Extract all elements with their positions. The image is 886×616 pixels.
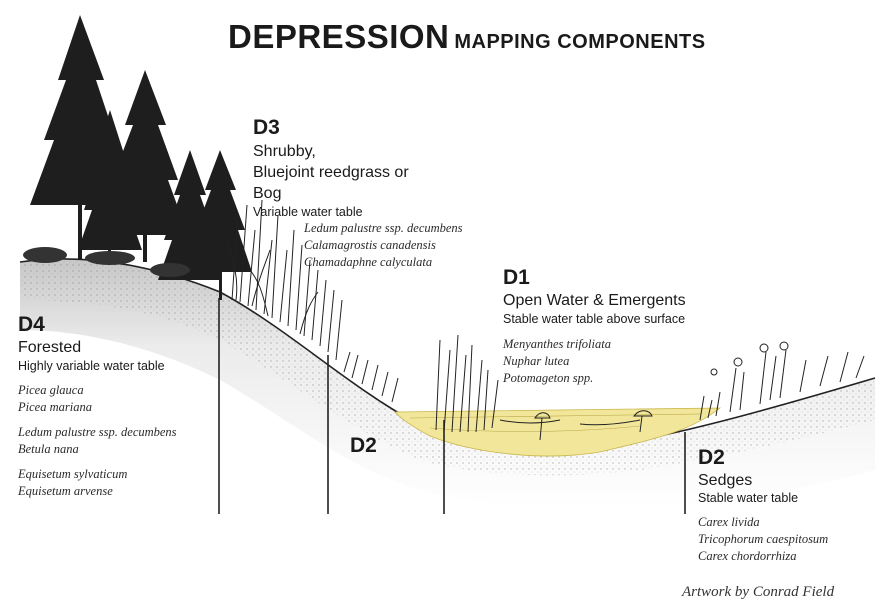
species-d2-1: Carex livida <box>698 514 760 531</box>
species-d4-6: Equisetum arvense <box>18 483 113 500</box>
zone-name-d1: Open Water & Emergents <box>503 290 686 311</box>
species-d4-1: Picea glauca <box>18 382 84 399</box>
zone-name-d3-line3: Bog <box>253 183 281 204</box>
zone-code-d2-left: D2 <box>350 434 377 458</box>
species-d4-4: Betula nana <box>18 441 79 458</box>
zone-name-d2-right: Sedges <box>698 470 752 491</box>
species-d1-3: Potomageton spp. <box>503 370 593 387</box>
zone-water-table-d3: Variable water table <box>253 205 363 219</box>
zone-name-d3-line1: Shrubby, <box>253 141 316 162</box>
species-d3-1: Ledum palustre ssp. decumbens <box>304 220 463 237</box>
zone-water-table-d2-right: Stable water table <box>698 491 798 505</box>
species-d3-2: Calamagrostis canadensis <box>304 237 436 254</box>
species-d2-2: Tricophorum caespitosum <box>698 531 828 548</box>
zone-water-table-d4: Highly variable water table <box>18 359 165 373</box>
species-d3-3: Chamadaphne calyculata <box>304 254 432 271</box>
page-title: DEPRESSION MAPPING COMPONENTS <box>228 18 706 56</box>
zone-name-d4: Forested <box>18 337 81 358</box>
zone-code-d3: D3 <box>253 116 280 140</box>
zone-water-table-d1: Stable water table above surface <box>503 312 685 326</box>
title-main: DEPRESSION <box>228 18 449 55</box>
species-d4-2: Picea mariana <box>18 399 92 416</box>
species-d2-3: Carex chordorrhiza <box>698 548 797 565</box>
species-d1-1: Menyanthes trifoliata <box>503 336 611 353</box>
species-d4-5: Equisetum sylvaticum <box>18 466 127 483</box>
zone-name-d3-line2: Bluejoint reedgrass or <box>253 162 409 183</box>
species-d1-2: Nuphar lutea <box>503 353 569 370</box>
species-d4-3: Ledum palustre ssp. decumbens <box>18 424 177 441</box>
zone-code-d1: D1 <box>503 266 530 290</box>
zone-code-d4: D4 <box>18 313 45 337</box>
zone-code-d2-right: D2 <box>698 446 725 470</box>
artwork-credit: Artwork by Conrad Field <box>682 584 834 601</box>
title-sub: MAPPING COMPONENTS <box>454 31 705 53</box>
